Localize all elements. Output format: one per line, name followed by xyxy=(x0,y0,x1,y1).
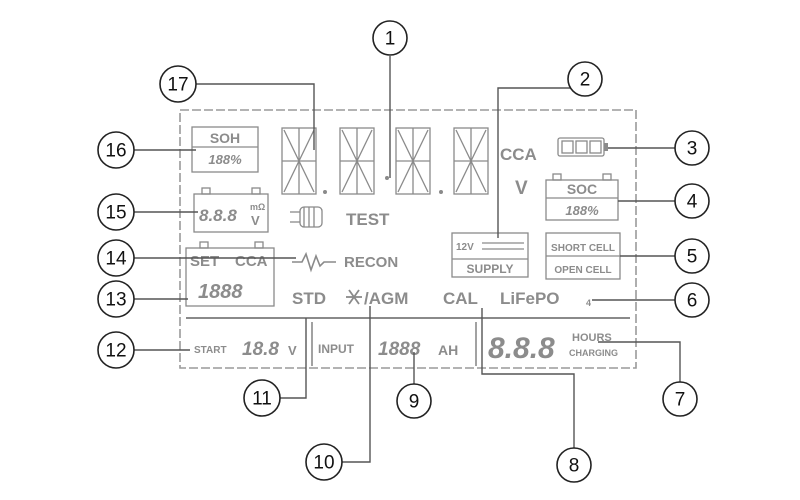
svg-text:2: 2 xyxy=(580,70,591,91)
lifepo-subscript: 4 xyxy=(586,298,591,308)
callout-1: 1 xyxy=(372,20,408,56)
svg-text:12: 12 xyxy=(105,341,126,362)
main-digit-2 xyxy=(339,127,375,195)
cca-unit-label: CCA xyxy=(500,145,537,164)
supply-label: SUPPLY xyxy=(467,262,514,276)
input-label: INPUT xyxy=(318,342,355,356)
callout-2: 2 xyxy=(567,61,603,97)
callout-10: 10 xyxy=(305,443,343,481)
soh-label: SOH xyxy=(210,130,240,146)
lcd-panel-outline xyxy=(179,109,637,369)
cal-label: CAL xyxy=(443,289,478,308)
svg-text:7: 7 xyxy=(675,390,686,411)
leader-lines xyxy=(134,56,681,463)
main-digit-1 xyxy=(281,127,317,195)
callout-15: 15 xyxy=(97,193,135,231)
soc-value: 188% xyxy=(565,203,599,218)
svg-text:10: 10 xyxy=(313,453,334,474)
start-volt-unit: V xyxy=(288,343,297,358)
recon-label: RECON xyxy=(344,254,398,271)
svg-text:8: 8 xyxy=(569,456,580,477)
svg-text:11: 11 xyxy=(252,389,272,410)
start-value-digits: 18.8 xyxy=(242,339,279,360)
resistance-block: 8.8.8 mΩ V xyxy=(193,187,269,233)
agm-label: /AGM xyxy=(364,289,408,308)
set-value-digits: 1888 xyxy=(198,281,243,303)
soc-label: SOC xyxy=(567,181,597,197)
std-label: STD xyxy=(292,289,326,308)
callout-17: 17 xyxy=(159,65,197,103)
hours-digits: 8.8.8 xyxy=(488,332,555,365)
main-digit-3 xyxy=(395,127,431,195)
short-cell-label: SHORT CELL xyxy=(551,243,615,254)
hours-label: HOURS xyxy=(572,332,612,344)
callout-4: 4 xyxy=(674,183,710,219)
callout-14: 14 xyxy=(97,239,135,277)
callout-13: 13 xyxy=(97,280,135,318)
callout-3: 3 xyxy=(674,130,710,166)
cca-set-label: CCA xyxy=(235,253,268,270)
svg-text:6: 6 xyxy=(687,291,698,312)
battery-level-icon xyxy=(557,137,608,157)
callout-12: 12 xyxy=(97,331,135,369)
svg-text:4: 4 xyxy=(687,192,698,213)
pulse-wave-icon xyxy=(292,251,336,273)
callout-6: 6 xyxy=(674,282,710,318)
start-label: START xyxy=(194,345,227,356)
svg-text:14: 14 xyxy=(105,249,127,270)
callout-9: 9 xyxy=(396,383,432,419)
milliohm-unit: mΩ xyxy=(250,202,265,212)
snowflake-icon xyxy=(346,289,362,305)
svg-text:1: 1 xyxy=(385,29,396,50)
svg-text:17: 17 xyxy=(167,75,188,96)
charging-label: CHARGING xyxy=(569,348,618,358)
main-digit-4 xyxy=(453,127,489,195)
tester-clamp-icon xyxy=(290,206,323,228)
svg-text:5: 5 xyxy=(687,247,698,268)
test-label: TEST xyxy=(346,210,390,229)
callout-7: 7 xyxy=(662,381,698,417)
callout-16: 16 xyxy=(97,131,135,169)
lifepo-label: LiFePO xyxy=(500,289,560,308)
cell-fault-block: SHORT CELL OPEN CELL xyxy=(545,232,621,280)
input-ah-unit: AH xyxy=(438,342,458,358)
open-cell-label: OPEN CELL xyxy=(554,265,611,276)
set-label: SET xyxy=(190,253,219,270)
svg-text:3: 3 xyxy=(687,139,698,160)
svg-text:16: 16 xyxy=(105,141,126,162)
callout-8: 8 xyxy=(556,447,592,483)
volt-unit-label: V xyxy=(515,178,528,199)
callout-5: 5 xyxy=(674,238,710,274)
soh-value: 188% xyxy=(208,152,242,167)
set-cca-block: SET CCA 1888 xyxy=(185,241,275,307)
resistance-digits: 8.8.8 xyxy=(199,206,237,225)
soh-block: SOH 188% xyxy=(191,126,259,173)
supply-block: 12V SUPPLY xyxy=(451,232,529,278)
svg-text:15: 15 xyxy=(105,203,126,224)
input-value-digits: 1888 xyxy=(378,339,421,360)
svg-text:9: 9 xyxy=(409,392,420,413)
callout-11: 11 xyxy=(243,379,281,417)
soc-block: SOC 188% xyxy=(545,173,619,221)
main-digits xyxy=(281,127,489,195)
supply-12v-label: 12V xyxy=(456,242,474,253)
svg-text:13: 13 xyxy=(105,290,126,311)
resistance-volt-unit: V xyxy=(251,213,260,228)
